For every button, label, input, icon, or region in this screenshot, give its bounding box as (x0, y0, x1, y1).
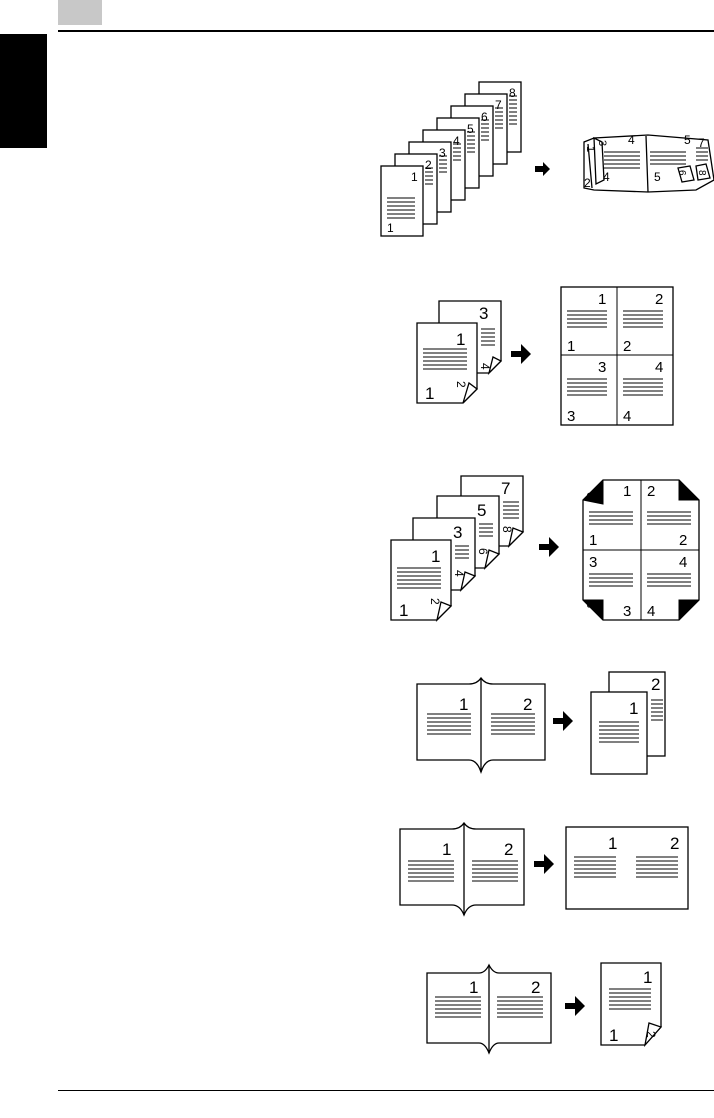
sheet-page-number: 2 (644, 1031, 658, 1038)
grid-page-number: 2 (623, 338, 631, 355)
grid-page-number: 1 (598, 291, 606, 308)
book-page-number: 1 (469, 978, 478, 997)
grid-page-number: 3 (567, 408, 575, 425)
grid-page-number: 2 (647, 483, 655, 500)
result-page-number: 5 (684, 133, 691, 147)
stack-page-number: 3 (453, 523, 462, 542)
arrow-icon (539, 537, 559, 557)
chapter-side-tab (0, 34, 47, 148)
grid-page-number: 4 (679, 554, 687, 571)
source-page-number: 4 (478, 363, 492, 370)
grid-page-number: 2 (679, 532, 687, 549)
stack-page-number: 7 (501, 479, 510, 498)
footer-rule (58, 1090, 714, 1091)
result-page-number: 2 (584, 176, 591, 190)
stack-page-number: 6 (481, 110, 488, 124)
corner-page-number: 8 (584, 602, 596, 608)
stack-page-number: 2 (425, 158, 432, 172)
arrow-icon (565, 996, 585, 1016)
grid-page-number: 3 (589, 554, 597, 571)
stack-page-number: 1 (399, 601, 408, 620)
grid-page-number: 1 (589, 532, 597, 549)
corner-page-number: 7 (680, 602, 692, 608)
diagram-book-separation: 1 2 2 1 (416, 671, 666, 775)
book-page-number: 1 (459, 695, 468, 714)
grid-page-number: 1 (623, 483, 631, 500)
result-page-number: 1 (584, 146, 596, 152)
arrow-icon (511, 344, 531, 364)
result-page-number: 8 (696, 170, 707, 176)
stack-page-number: 5 (477, 501, 486, 520)
source-page-number: 2 (454, 381, 468, 388)
stack-page-number: 8 (509, 86, 516, 100)
book-page-number: 1 (442, 840, 451, 859)
arrow-icon (534, 854, 554, 874)
stack-rotated-number: 6 (476, 548, 490, 555)
arrow-icon (553, 711, 573, 731)
book-page-number: 2 (523, 695, 532, 714)
sheet-page-number: 1 (643, 968, 652, 987)
stack-page-number: 3 (439, 146, 446, 160)
stack-page-number: 7 (495, 98, 502, 112)
grid-page-number: 1 (567, 338, 575, 355)
diagram-4in1-duplex: 3 1 1 2 4 1 2 1 2 3 4 3 4 (416, 286, 674, 426)
stack-page-number: 1 (411, 170, 418, 184)
corner-page-number: 5 (680, 492, 692, 498)
sheet-page-number: 1 (629, 699, 638, 718)
book-page-number: 2 (504, 840, 513, 859)
corner-page-number: 6 (584, 492, 596, 498)
result-page-number: 4 (628, 133, 635, 147)
sheet-page-number: 2 (670, 834, 679, 853)
grid-page-number: 4 (647, 603, 655, 620)
arrow-icon (535, 162, 550, 176)
result-page-number: 6 (676, 170, 687, 176)
result-page-number: 5 (654, 170, 661, 184)
header-rule (58, 30, 714, 32)
source-page-number: 1 (456, 330, 465, 349)
sheet-page-number: 2 (651, 675, 660, 694)
stack-page-number: 1 (431, 547, 440, 566)
grid-page-number: 4 (655, 359, 663, 376)
sheet-page-number: 1 (609, 1026, 618, 1045)
source-page-number: 1 (425, 384, 434, 403)
book-page-number: 2 (531, 978, 540, 997)
result-page-number: 3 (596, 140, 608, 146)
stack-rotated-number: 8 (500, 526, 514, 533)
diagram-book-to-sheet: 1 2 1 2 (399, 821, 689, 917)
source-page-number: 3 (479, 304, 488, 323)
grid-page-number: 3 (598, 359, 606, 376)
stack-page-number: 1 (387, 221, 394, 235)
result-page-number: 7 (698, 136, 705, 150)
diagram-book-to-duplex: 1 2 1 1 2 (426, 962, 663, 1055)
diagram-booklet-8-pages: 8 7 6 5 4 3 2 1 1 1 2 3 4 4 5 5 6 7 8 (380, 81, 714, 237)
page-number-tab (58, 0, 102, 25)
grid-page-number: 4 (623, 408, 631, 425)
result-page-number: 4 (603, 170, 610, 184)
stack-page-number: 4 (453, 134, 460, 148)
grid-page-number: 3 (623, 603, 631, 620)
sheet-page-number: 1 (608, 834, 617, 853)
stack-rotated-number: 4 (452, 570, 466, 577)
stack-rotated-number: 2 (428, 598, 442, 605)
grid-page-number: 2 (655, 291, 663, 308)
diagram-4in1-8-pages: 7 5 3 1 1 2 4 6 8 1 2 1 2 3 4 3 4 6 5 8 … (390, 475, 700, 623)
stack-page-number: 5 (467, 122, 474, 136)
